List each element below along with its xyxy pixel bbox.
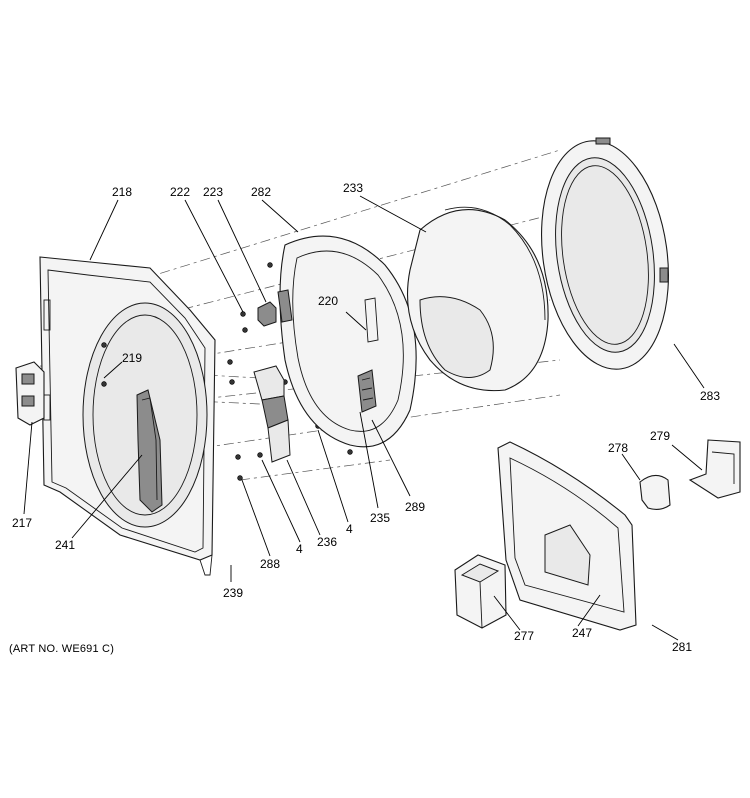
- callout-4-right: 4: [346, 522, 353, 536]
- inner-door-frame-282: [277, 235, 417, 448]
- callout-279: 279: [650, 429, 670, 443]
- outer-door-ring-283: [541, 137, 669, 370]
- callout-labels: 218 222 223 282 233 220 219 283 278 279 …: [12, 181, 720, 654]
- front-panel-218: [39, 256, 216, 576]
- callout-241: 241: [55, 538, 75, 552]
- callout-220: 220: [318, 294, 338, 308]
- callout-278: 278: [608, 441, 628, 455]
- callout-288: 288: [260, 557, 280, 571]
- callout-277: 277: [514, 629, 534, 643]
- callout-247: 247: [572, 626, 592, 640]
- callout-282: 282: [251, 185, 271, 199]
- callout-281: 281: [672, 640, 692, 654]
- callout-223: 223: [203, 185, 223, 199]
- callout-289: 289: [405, 500, 425, 514]
- box-277: [454, 554, 507, 629]
- leader-lines: [23, 195, 705, 641]
- kick-panel-247: [497, 441, 637, 631]
- latch-block-235: [357, 369, 377, 413]
- callout-219: 219: [122, 351, 142, 365]
- hinge-clip-223: [257, 301, 277, 327]
- callout-233: 233: [343, 181, 363, 195]
- callout-217: 217: [12, 516, 32, 530]
- art-number-caption: (ART NO. WE691 C): [9, 643, 115, 655]
- bracket-279: [688, 439, 741, 499]
- callout-218: 218: [112, 185, 132, 199]
- cover-278: [639, 474, 671, 511]
- door-glass-233: [407, 206, 549, 392]
- door-lock-strip-241: [136, 389, 163, 513]
- hinge-bracket-217: [15, 361, 45, 426]
- callout-239: 239: [223, 586, 243, 600]
- callout-222: 222: [170, 185, 190, 199]
- callout-4-left: 4: [296, 542, 303, 556]
- callout-283: 283: [700, 389, 720, 403]
- callout-235: 235: [370, 511, 390, 525]
- callout-236: 236: [317, 535, 337, 549]
- hinge-assembly-236: [253, 365, 291, 463]
